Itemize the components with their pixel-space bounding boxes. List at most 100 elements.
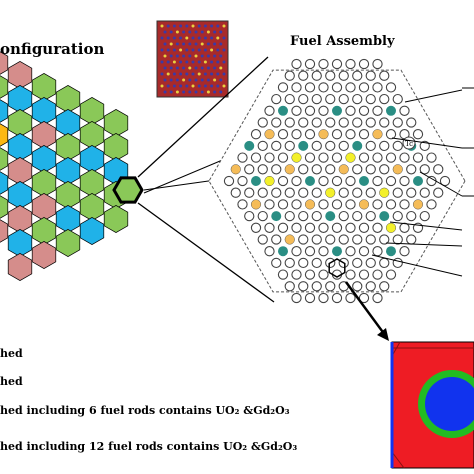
gd-fuel-rod bbox=[318, 129, 329, 140]
thumbnail-rod bbox=[169, 54, 173, 58]
thumbnail-rod bbox=[166, 72, 170, 76]
detail-arrow-head bbox=[377, 328, 389, 341]
fuel-rod bbox=[345, 105, 356, 116]
core-assembly-hex bbox=[79, 144, 105, 174]
core-assembly-hex bbox=[103, 108, 129, 138]
fuel-rod bbox=[291, 246, 302, 257]
thumbnail-rod bbox=[194, 90, 198, 94]
fuel-rod bbox=[264, 199, 275, 210]
thumbnail-rod bbox=[172, 48, 176, 52]
fuel-rod bbox=[365, 187, 376, 198]
fuel-rod bbox=[271, 140, 282, 152]
fuel-rod bbox=[291, 292, 302, 304]
fuel-pellet bbox=[425, 377, 474, 431]
thumbnail-rod bbox=[200, 66, 204, 70]
fuel-rod bbox=[365, 140, 376, 152]
fuel-rod bbox=[331, 58, 343, 70]
fuel-rod bbox=[392, 187, 403, 198]
fuel-rod bbox=[264, 222, 275, 233]
thumbnail-rod bbox=[169, 90, 173, 94]
core-assembly-hex bbox=[31, 240, 57, 270]
fuel-rod bbox=[318, 175, 329, 187]
thumbnail-frame bbox=[156, 20, 229, 98]
fuel-rod bbox=[433, 187, 444, 198]
fuel-rod bbox=[379, 70, 390, 81]
thumbnail-rod bbox=[219, 66, 223, 70]
thumbnail-rod bbox=[216, 24, 220, 28]
thumbnail-rod bbox=[213, 66, 217, 70]
fuel-rod bbox=[298, 210, 309, 222]
thumbnail-rod bbox=[160, 60, 164, 64]
fuel-rod bbox=[358, 292, 370, 304]
fuel-rod bbox=[365, 70, 376, 81]
thumbnail-rod bbox=[182, 42, 186, 46]
fuel-rod bbox=[365, 281, 376, 292]
fuel-assembly-map: Tc bbox=[208, 58, 466, 304]
thumbnail-rod bbox=[191, 72, 195, 76]
fuel-rod bbox=[257, 164, 268, 175]
guide-tube bbox=[378, 209, 391, 223]
thumbnail-rod bbox=[163, 30, 167, 34]
fuel-rod bbox=[244, 187, 255, 198]
guide-tube bbox=[330, 104, 344, 118]
fuel-rod bbox=[412, 152, 424, 163]
fuel-rod bbox=[406, 210, 417, 222]
core-assembly-hex bbox=[31, 144, 57, 174]
thumbnail-rod bbox=[206, 54, 210, 58]
gd-fuel-rod bbox=[304, 199, 316, 210]
fuel-rod bbox=[304, 105, 316, 116]
thumbnail-rod bbox=[160, 72, 164, 76]
gd-fuel-rod bbox=[392, 164, 403, 175]
guide-tube bbox=[243, 139, 256, 153]
thumbnail-rod bbox=[194, 42, 198, 46]
thumbnail-rod bbox=[203, 24, 207, 28]
thumbnail-rod bbox=[222, 60, 226, 64]
fuel-rod bbox=[358, 269, 370, 280]
fuel-rod bbox=[318, 82, 329, 93]
thumbnail-rod bbox=[203, 84, 207, 88]
thumbnail-rod bbox=[163, 42, 167, 46]
thumbnail-rod bbox=[179, 48, 183, 52]
fuel-rod bbox=[392, 257, 403, 269]
fuel-rod bbox=[331, 292, 343, 304]
fuel-rod bbox=[352, 164, 363, 175]
thumbnail-rod bbox=[203, 60, 207, 64]
core-assembly-hex bbox=[0, 147, 9, 171]
thumbnail-rod bbox=[200, 78, 204, 82]
gd-fuel-rod bbox=[358, 199, 370, 210]
thumbnail-rod bbox=[206, 78, 210, 82]
fuel-rod bbox=[291, 222, 302, 233]
fuel-rod bbox=[298, 117, 309, 128]
thumbnail-rod bbox=[172, 84, 176, 88]
fuel-rod bbox=[277, 82, 289, 93]
thumbnail-rod bbox=[194, 30, 198, 34]
core-assembly-hex bbox=[31, 72, 57, 102]
fuel-rod bbox=[352, 187, 363, 198]
legend-item-4: hed including 12 fuel rods contains UO₂ … bbox=[0, 440, 298, 453]
thumbnail-rod bbox=[179, 84, 183, 88]
fuel-rod bbox=[331, 152, 343, 163]
thumbnail-rod bbox=[197, 36, 201, 40]
fuel-rod bbox=[392, 210, 403, 222]
thumbnail-rod bbox=[166, 24, 170, 28]
fuel-rod bbox=[325, 70, 336, 81]
thumbnail-rod bbox=[203, 72, 207, 76]
fuel-rod bbox=[325, 93, 336, 105]
fuel-rod bbox=[284, 117, 295, 128]
fuel-rod bbox=[439, 175, 451, 187]
thumbnail-rod bbox=[206, 90, 210, 94]
thumbnail-rod bbox=[200, 90, 204, 94]
fuel-rod bbox=[345, 58, 356, 70]
thumbnail-rod bbox=[163, 66, 167, 70]
fuel-rod bbox=[257, 117, 268, 128]
guide-tube bbox=[276, 244, 290, 258]
fuel-rod bbox=[365, 164, 376, 175]
fuel-rod bbox=[331, 222, 343, 233]
fuel-rod bbox=[304, 58, 316, 70]
gd-fuel-rod bbox=[291, 152, 302, 163]
fuel-rod bbox=[419, 187, 430, 198]
fuel-rod bbox=[311, 281, 322, 292]
fuel-rod bbox=[419, 140, 430, 152]
fuel-rod bbox=[379, 234, 390, 245]
